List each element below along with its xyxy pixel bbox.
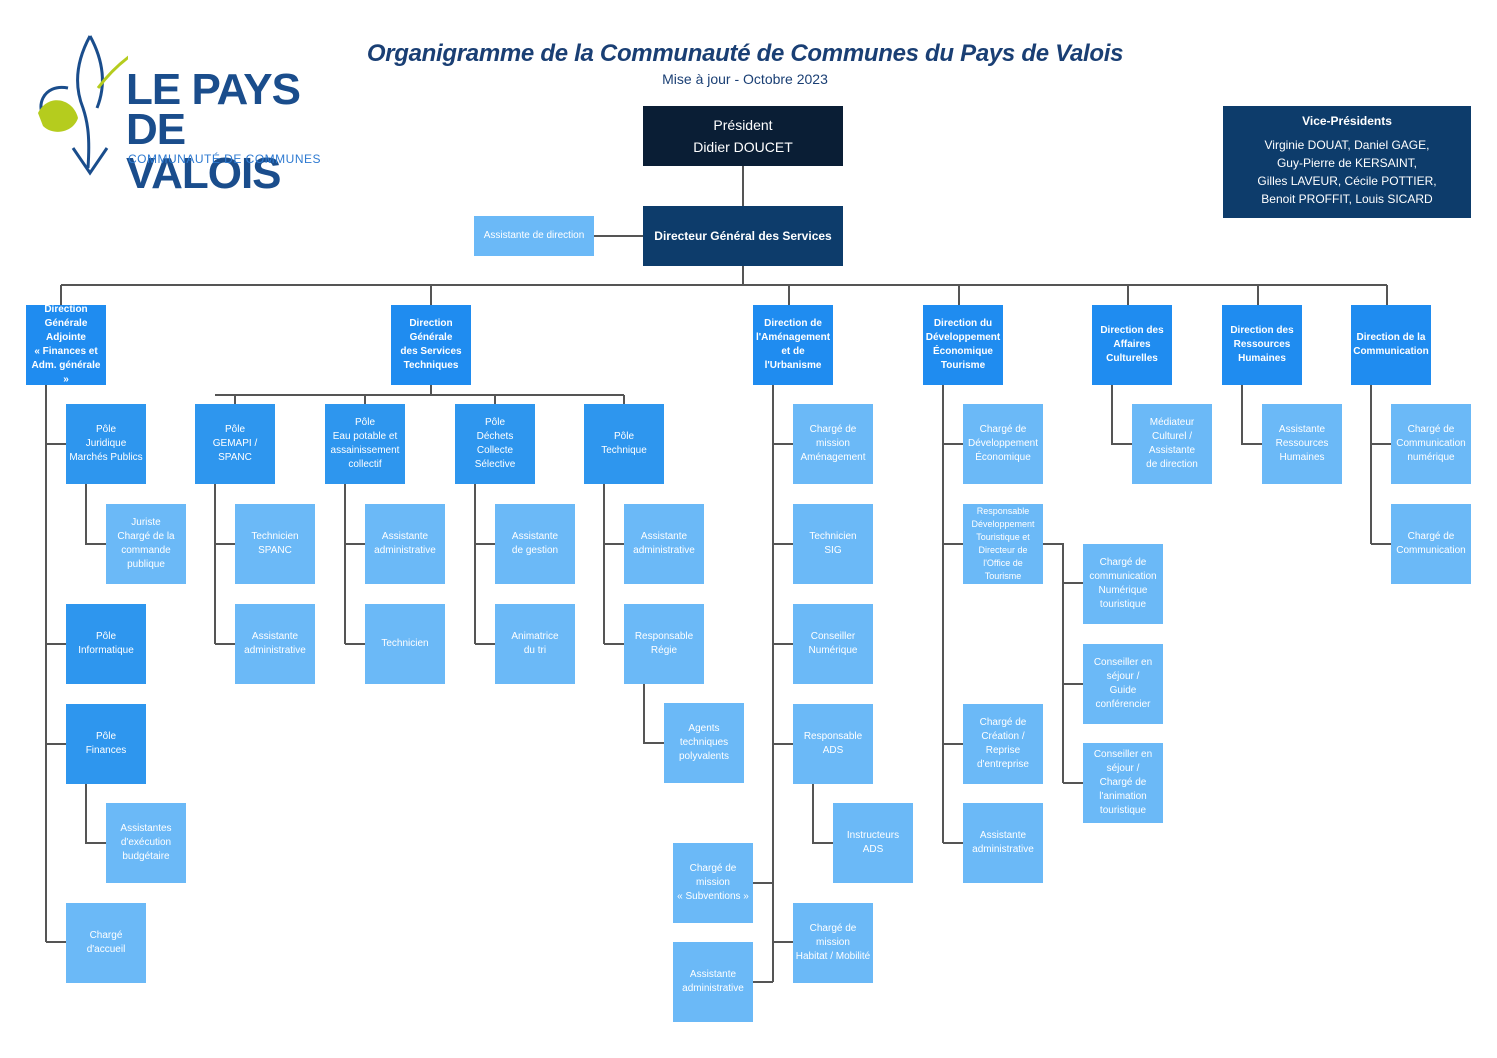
juriste-box: Juriste Chargé de la commande publique [106, 504, 186, 584]
logo: LE PAYS DE VALOIS COMMUNAUTÉ DE COMMUNES [28, 28, 328, 196]
assistante-technique-box: Assistante administrative [624, 504, 704, 584]
agents-techniques-box: Agents techniques polyvalents [664, 703, 744, 783]
page-subtitle: Mise à jour - Octobre 2023 [662, 71, 828, 87]
assistantes-budget-box: Assistantes d'exécution budgétaire [106, 803, 186, 883]
pole-eau: Pôle Eau potable et assainissement colle… [325, 404, 405, 484]
assistante-gemapi-box: Assistante administrative [235, 604, 315, 684]
pole-juridique: Pôle Juridique Marchés Publics [66, 404, 146, 484]
assistante-urbanisme-box: Assistante administrative [673, 942, 753, 1022]
assistante-eau-box: Assistante administrative [365, 504, 445, 584]
assistante-gestion-box: Assistante de gestion [495, 504, 575, 584]
assistante-dev-eco-box: Assistante administrative [963, 803, 1043, 883]
pole-finances: Pôle Finances [66, 704, 146, 784]
pole-technique: Pôle Technique [584, 404, 664, 484]
direction-finances: Direction Générale Adjointe « Finances e… [26, 304, 106, 385]
pole-informatique: Pôle Informatique [66, 604, 146, 684]
responsable-regie-box: Responsable Régie [624, 604, 704, 684]
charge-com-numerique-box: Chargé de Communication numérique [1391, 404, 1471, 484]
logo-line3: COMMUNAUTÉ DE COMMUNES [128, 152, 321, 166]
conseiller-numerique-box: Conseiller Numérique [793, 604, 873, 684]
direction-developpement: Direction du Développement Économique To… [923, 305, 1003, 385]
page-title: Organigramme de la Communauté de Commune… [366, 40, 1124, 67]
assistant-direction-box: Assistante de direction [474, 216, 594, 256]
charge-mission-amenagement-box: Chargé de mission Aménagement [793, 404, 873, 484]
instructeurs-ads-box: Instructeurs ADS [833, 803, 913, 883]
direction-services-techniques: Direction Générale des Services Techniqu… [391, 305, 471, 385]
charge-mission-habitat-box: Chargé de mission Habitat / Mobilité [793, 903, 873, 983]
assistante-rh-box: Assistante Ressources Humaines [1262, 404, 1342, 484]
logo-line2: DE VALOIS [126, 105, 282, 198]
charge-dev-eco-box: Chargé de Développement Économique [963, 404, 1043, 484]
charge-com-touristique-box: Chargé de communication Numérique touris… [1083, 544, 1163, 624]
charge-communication-box: Chargé de Communication [1391, 504, 1471, 584]
technicien-eau-box: Technicien [365, 604, 445, 684]
vice-presidents-box: Vice-Présidents Virginie DOUAT, Daniel G… [1223, 106, 1471, 218]
conseiller-animation-box: Conseiller en séjour / Chargé de l'anima… [1083, 743, 1163, 823]
pole-dechets: Pôle Déchets Collecte Sélective [455, 404, 535, 484]
vice-presidents-names: Virginie DOUAT, Daniel GAGE, Guy-Pierre … [1257, 138, 1437, 206]
animatrice-tri-box: Animatrice du tri [495, 604, 575, 684]
technicien-spanc-box: Technicien SPANC [235, 504, 315, 584]
conseiller-guide-box: Conseiller en séjour / Guide conférencie… [1083, 644, 1163, 724]
vice-presidents-title: Vice-Présidents [1302, 114, 1392, 128]
logo-line1: LE PAYS [126, 65, 301, 114]
responsable-ads-box: Responsable ADS [793, 704, 873, 784]
charge-mission-subventions-box: Chargé de mission « Subventions » [673, 843, 753, 923]
technicien-sig-box: Technicien SIG [793, 504, 873, 584]
charge-creation-box: Chargé de Création / Reprise d'entrepris… [963, 704, 1043, 784]
direction-amenagement: Direction de l'Aménagement et de l'Urban… [753, 305, 833, 385]
direction-rh: Direction des Ressources Humaines [1222, 305, 1302, 385]
direction-culture: Direction des Affaires Culturelles [1092, 305, 1172, 385]
dgs-box: Directeur Général des Services [643, 206, 843, 266]
president-box: Président Didier DOUCET [643, 106, 843, 166]
mediateur-culturel-box: Médiateur Culturel / Assistante de direc… [1132, 404, 1212, 484]
direction-communication: Direction de la Communication [1351, 305, 1431, 385]
pole-gemapi: Pôle GEMAPI / SPANC [195, 404, 275, 484]
responsable-tourisme-box: Responsable Développement Touristique et… [963, 504, 1043, 584]
charge-accueil-box: Chargé d'accueil [66, 903, 146, 983]
